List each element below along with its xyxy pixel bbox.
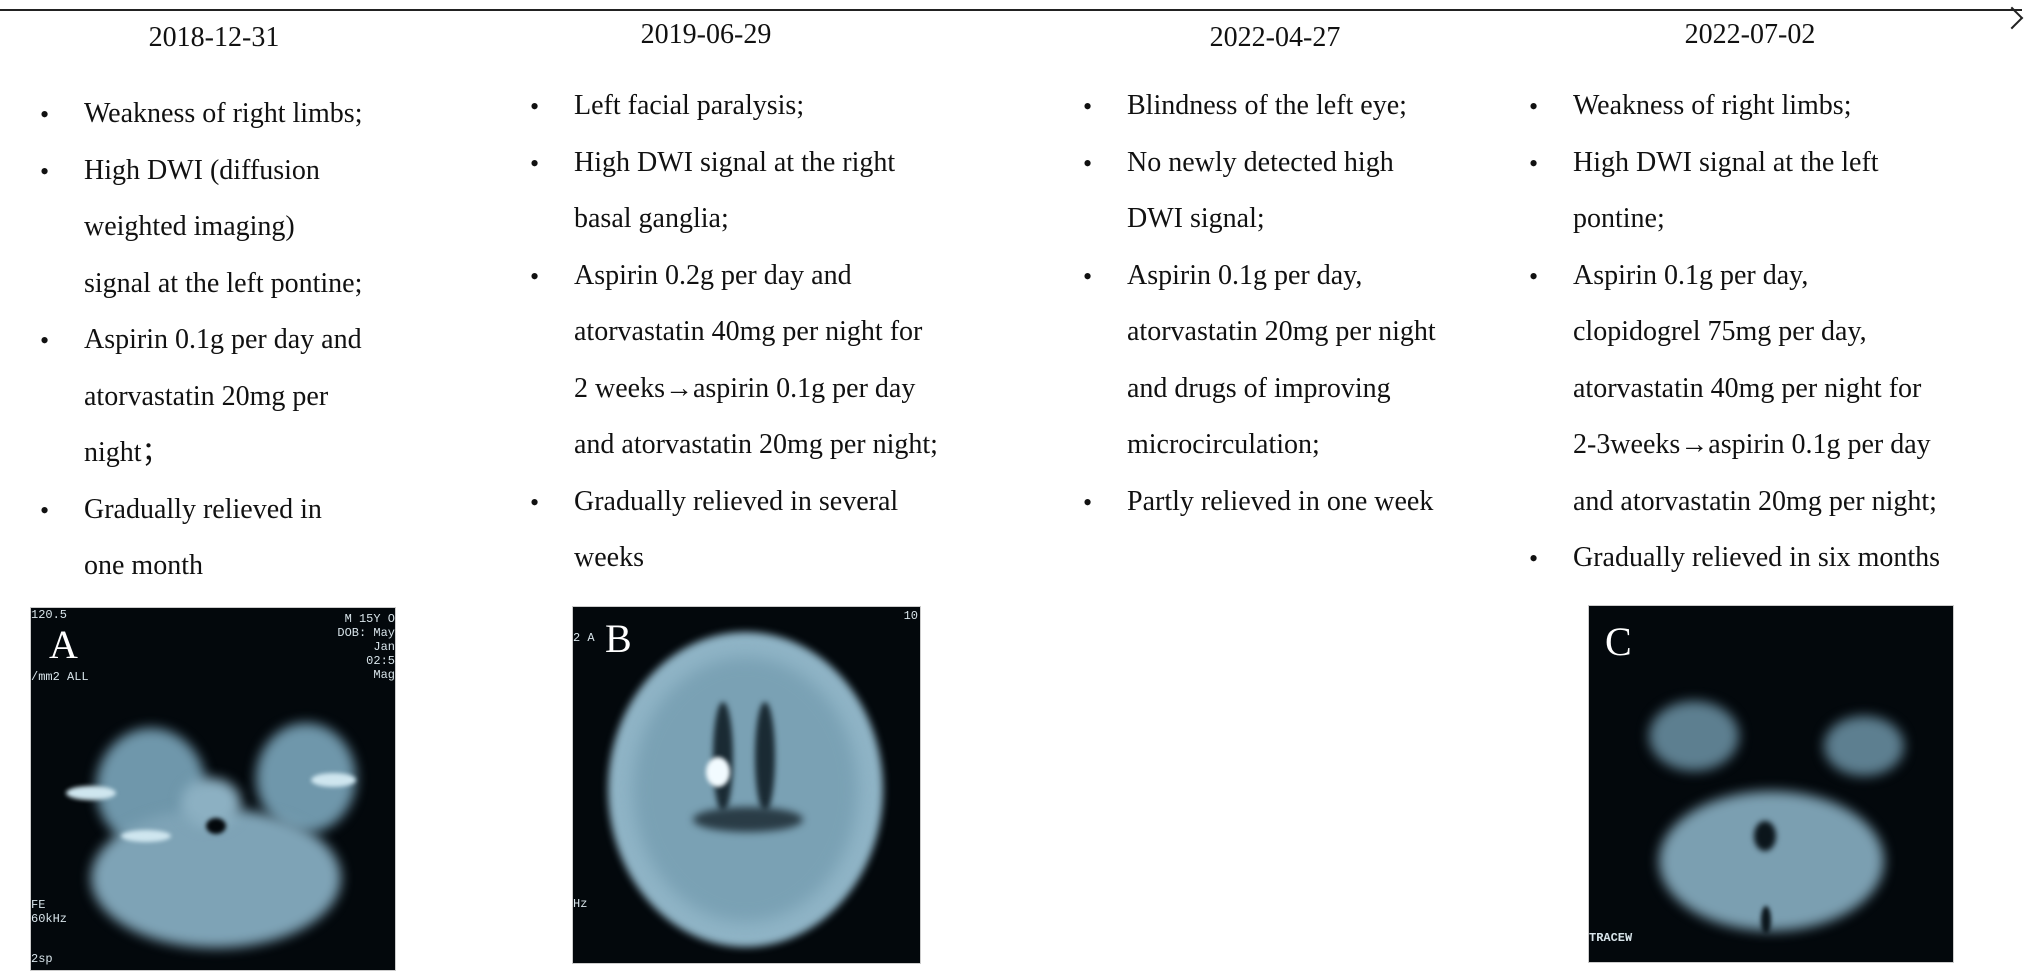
bullet-text-line: weighted imaging) bbox=[84, 211, 295, 242]
timeline-axis bbox=[0, 6, 2024, 30]
bullet-text-line: Aspirin 0.1g per day and bbox=[84, 324, 362, 355]
scan-overlay-text: M 15Y O DOB: May Jan 02:5 Mag bbox=[337, 612, 395, 682]
event-list-2022-04-27: • Blindness of the left eye; • No newly det… bbox=[1083, 78, 1436, 531]
bullet-text-line: High DWI signal at the right bbox=[574, 146, 896, 178]
bullet-text-line: pontine; bbox=[1573, 203, 1665, 234]
bullet-icon: • bbox=[40, 156, 50, 186]
bullet-item: • Gradually relieved in several weeks bbox=[530, 474, 938, 587]
bullet-item: • Gradually relieved in one month bbox=[40, 482, 362, 595]
bullet-icon: • bbox=[1529, 544, 1539, 573]
bullet-text-line: Weakness of right limbs; bbox=[1573, 90, 1852, 121]
bullet-text-line: No newly detected high bbox=[1127, 146, 1394, 178]
bullet-text-line: Left facial paralysis; bbox=[574, 90, 805, 121]
bullet-text-line: and atorvastatin 20mg per night; bbox=[574, 429, 938, 460]
date-2: 2019-06-29 bbox=[640, 19, 772, 50]
panel-label-a: A bbox=[49, 622, 78, 667]
bullet-icon: • bbox=[1083, 148, 1093, 178]
bullet-item: • High DWI (diffusion weighted imaging) sig… bbox=[40, 143, 363, 313]
bullet-text-line: one month bbox=[84, 550, 203, 581]
event-list-2018-12-31: • Weakness of right limbs; • High DWI (diff… bbox=[40, 86, 363, 595]
bullet-text-line: and atorvastatin 20mg per night; bbox=[1573, 485, 1937, 517]
bullet-item: • Aspirin 0.1g per day and atorvastatin 20… bbox=[40, 312, 362, 482]
bullet-text-line: Aspirin 0.2g per day and bbox=[574, 259, 852, 291]
bullet-text-line: and drugs of improving bbox=[1127, 372, 1391, 404]
bullet-item: • Weakness of right limbs; bbox=[1529, 78, 1940, 135]
bullet-text-line: signal at the left pontine; bbox=[84, 267, 363, 299]
bullet-icon: • bbox=[1083, 261, 1093, 291]
event-list-2019-06-29: • Left facial paralysis; • High DWI signal … bbox=[530, 78, 938, 587]
bullet-text-line: atorvastatin 20mg per night bbox=[1127, 316, 1436, 347]
bullet-icon: • bbox=[530, 148, 540, 178]
bullet-text-line: Blindness of the left eye; bbox=[1127, 90, 1407, 121]
bullet-text-line: night； bbox=[84, 437, 170, 468]
bullet-item: • Aspirin 0.1g per day, clopidogrel 75mg p… bbox=[1529, 248, 1940, 531]
bullet-text-line: Weakness of right limbs; bbox=[84, 98, 363, 129]
date-1: 2018-12-31 bbox=[148, 22, 280, 53]
scan-overlay-text: 2 A bbox=[573, 631, 595, 645]
bullet-icon: • bbox=[1083, 487, 1093, 517]
scan-overlay-text: /mm2 ALL bbox=[31, 670, 89, 684]
bullet-text-line: Aspirin 0.1g per day, bbox=[1573, 259, 1809, 291]
bullet-icon: • bbox=[40, 326, 50, 355]
scan-overlay-text: Hz bbox=[573, 897, 588, 911]
scan-overlay-text: 10 bbox=[903, 609, 918, 623]
date-4: 2022-07-02 bbox=[1684, 19, 1816, 50]
bullet-icon: • bbox=[40, 495, 50, 525]
bullet-item: • Gradually relieved in six months bbox=[1529, 530, 1941, 587]
bullet-text-line: 2 weeks→aspirin 0.1g per day bbox=[574, 372, 916, 404]
bullet-icon: • bbox=[530, 487, 540, 517]
bullet-text-line: weeks bbox=[574, 542, 644, 573]
arrow-head-icon bbox=[2000, 6, 2024, 30]
scan-overlay-text: FE 60kHz bbox=[31, 898, 68, 926]
bullet-text-line: atorvastatin 20mg per bbox=[84, 380, 329, 412]
mri-scan-c: C TRACEW bbox=[1588, 605, 1954, 963]
bullet-item: • High DWI signal at the right basal gangl… bbox=[530, 135, 938, 248]
bullet-text-line: microcirculation; bbox=[1127, 429, 1320, 460]
bullet-text-line: DWI signal; bbox=[1127, 203, 1265, 234]
bullet-text-line: High DWI signal at the left bbox=[1573, 146, 1879, 178]
bullet-icon: • bbox=[1529, 261, 1539, 291]
bullet-item: • Blindness of the left eye; bbox=[1083, 78, 1436, 135]
bullet-item: • Weakness of right limbs; bbox=[40, 86, 363, 143]
scan-overlay-text: 120.5 bbox=[31, 608, 68, 622]
bullet-icon: • bbox=[1529, 148, 1539, 178]
bullet-text-line: Gradually relieved in several bbox=[574, 485, 899, 517]
bullet-text-line: atorvastatin 40mg per night for bbox=[574, 316, 923, 347]
bullet-text-line: atorvastatin 40mg per night for bbox=[1573, 372, 1922, 404]
panel-label-c: C bbox=[1605, 619, 1632, 664]
panel-label-b: B bbox=[605, 616, 632, 661]
bullet-icon: • bbox=[530, 92, 540, 121]
bullet-text-line: Gradually relieved in bbox=[84, 493, 322, 525]
bullet-item: • High DWI signal at the left pontine; bbox=[1529, 135, 1940, 248]
scan-overlay-text: 2sp bbox=[31, 952, 53, 966]
bullet-icon: • bbox=[1529, 92, 1539, 121]
date-3: 2022-04-27 bbox=[1209, 22, 1341, 53]
scan-overlay-text: TRACEW bbox=[1589, 931, 1633, 945]
mri-scan-a: 120.5 A M 15Y O DOB: May Jan 02:5 Mag /m… bbox=[30, 607, 396, 971]
bullet-text-line: basal ganglia; bbox=[574, 203, 729, 234]
bullet-icon: • bbox=[1083, 92, 1093, 121]
bullet-item: • Aspirin 0.2g per day and atorvastatin 40… bbox=[530, 248, 938, 474]
event-list-2022-07-02: • Weakness of right limbs; • High DWI signa… bbox=[1529, 78, 1941, 587]
bullet-item: • Partly relieved in one week bbox=[1083, 474, 1436, 531]
bullet-icon: • bbox=[530, 261, 540, 291]
bullet-icon: • bbox=[40, 100, 50, 129]
bullet-text-line: Gradually relieved in six months bbox=[1573, 542, 1941, 573]
bullet-item: • Aspirin 0.1g per day, atorvastatin 20mg … bbox=[1083, 248, 1436, 474]
bullet-text-line: 2-3weeks→aspirin 0.1g per day bbox=[1573, 429, 1931, 460]
bullet-text-line: Partly relieved in one week bbox=[1127, 485, 1434, 517]
bullet-text-line: Aspirin 0.1g per day, bbox=[1127, 259, 1363, 291]
bullet-item: • Left facial paralysis; bbox=[530, 78, 938, 135]
mri-scan-b: 2 A B 10 Hz bbox=[572, 606, 921, 964]
bullet-text-line: High DWI (diffusion bbox=[84, 154, 320, 186]
bullet-text-line: clopidogrel 75mg per day, bbox=[1573, 316, 1867, 347]
